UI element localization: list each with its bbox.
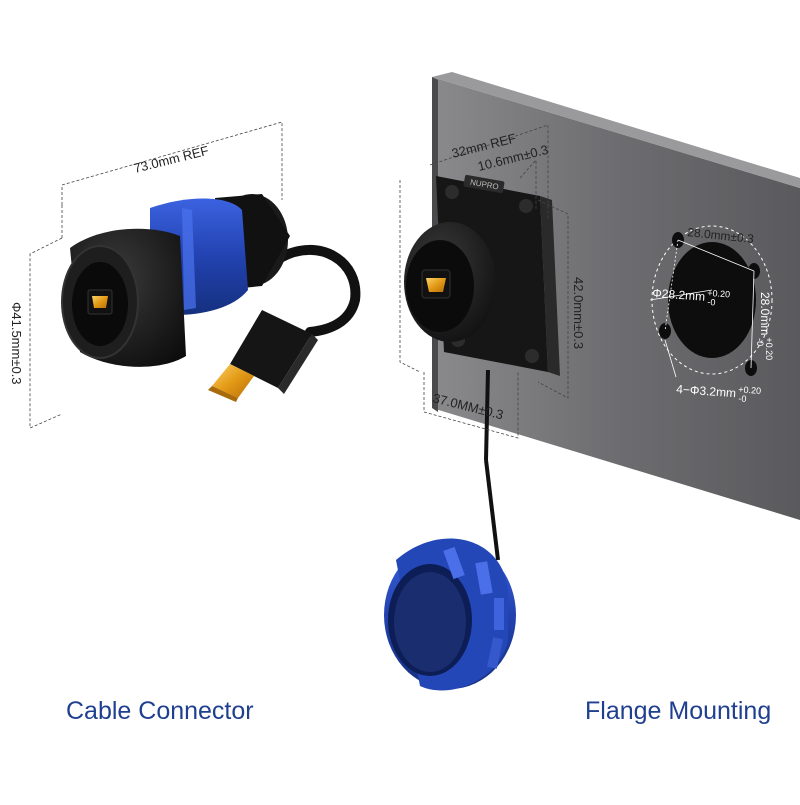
cable-connector bbox=[61, 194, 361, 402]
flange-height-label: 42.0mm±0.3 bbox=[571, 277, 586, 349]
hdmi-plug-body bbox=[230, 310, 312, 388]
cutout-dim-labels: 28.0mm±0.3 28.0mm+0.20-0 Φ28.2mm+0.20-0 … bbox=[652, 225, 774, 405]
cable-connector-dims bbox=[29, 121, 283, 429]
connector-contacts bbox=[92, 296, 108, 308]
cable-connector-caption: Cable Connector bbox=[66, 697, 254, 725]
hdmi-gold-tip bbox=[212, 364, 254, 398]
mounting-panel bbox=[432, 72, 800, 520]
flange-mounting-caption: Flange Mounting bbox=[585, 697, 772, 725]
cable-length-label: 73.0mm REF bbox=[132, 143, 210, 176]
hole-spacing-h-label: 28.0mm±0.3 bbox=[687, 225, 755, 246]
mount-hole-3 bbox=[659, 323, 671, 339]
flange-dims bbox=[399, 124, 569, 439]
cutout-diameter-label: Φ28.2mm+0.20-0 bbox=[652, 284, 731, 308]
hdmi-cable bbox=[275, 244, 361, 337]
hole-spacing-v-label: 28.0mm+0.20-0 bbox=[755, 292, 774, 360]
cutout-hole bbox=[668, 242, 756, 358]
panel-cutout bbox=[649, 225, 773, 378]
flange-contacts bbox=[426, 278, 446, 292]
mount-holes-label: 4−Φ3.2mm+0.20-0 bbox=[676, 380, 762, 405]
cable-diameter-label: Φ41.5mm±0.3 bbox=[9, 302, 24, 385]
flange-connector: NUPRO bbox=[384, 174, 560, 691]
